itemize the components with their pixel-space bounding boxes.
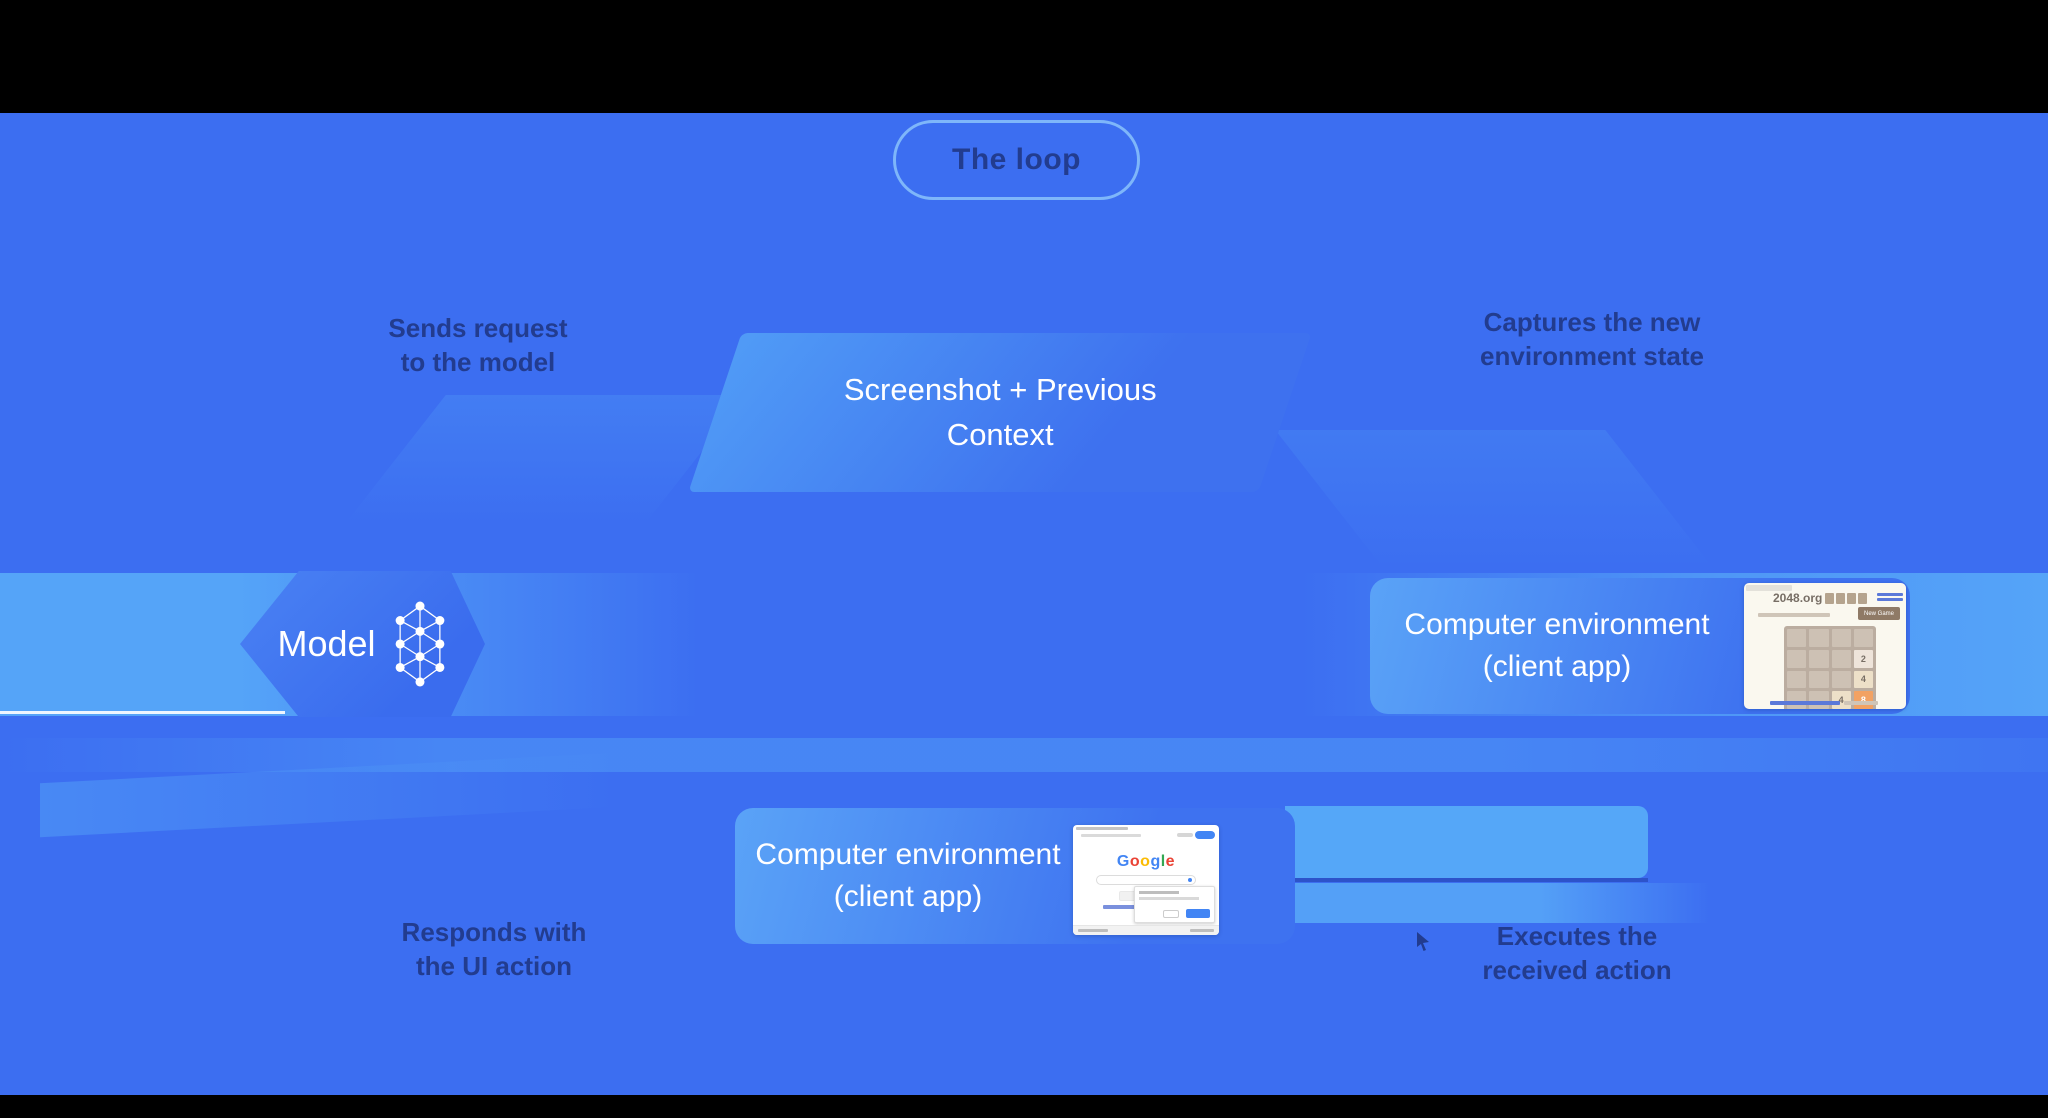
loop-band-topleft-diagonal [344, 395, 746, 525]
arrow-label-line: received action [1482, 954, 1672, 985]
cookie-text-line [1139, 891, 1179, 894]
node-screenshot-context-label: Screenshot + Previous Context [844, 368, 1157, 458]
mini-cookie-dialog [1134, 886, 1215, 923]
arrow-label-line: Sends request [388, 313, 568, 343]
loop-band-separator [1293, 878, 1648, 882]
loop-band-bottomright-upper [1285, 806, 1648, 878]
mini-browser-tab [1076, 827, 1128, 830]
tile-2: 2 [1853, 649, 1873, 668]
cookie-secondary-button [1163, 910, 1179, 918]
screenshot-google-home: Google [1073, 825, 1219, 935]
environment-right-label: Computer environment (client app) [1380, 604, 1734, 688]
loop-band-bottomright-lower [1285, 883, 1710, 923]
divider-line [0, 711, 285, 714]
mini-2048-footer-text [1844, 701, 1878, 705]
mini-2048-subtitle [1758, 613, 1830, 617]
screenshot-2048-game: 2048.org New Game 2 4 48 [1744, 583, 1906, 709]
mini-search-box [1096, 875, 1196, 885]
letterbox-bar-top [0, 0, 2048, 113]
letterbox-bar-bottom [0, 1095, 2048, 1118]
node-screenshot-context: Screenshot + Previous Context [688, 333, 1312, 492]
mini-2048-site-title: 2048.org [1773, 591, 1823, 605]
tile-4: 4 [1853, 670, 1873, 689]
node-model: Model [240, 571, 485, 717]
arrow-label-line: the UI action [415, 950, 572, 981]
mini-2048-new-game-button: New Game [1858, 607, 1900, 620]
context-line-1: Screenshot + Previous [843, 371, 1157, 407]
env-line-2: (client app) [1482, 650, 1632, 683]
neural-network-icon [395, 601, 444, 687]
loop-band-topright-diagonal [1275, 430, 1715, 570]
mini-footer [1073, 925, 1219, 935]
google-logo: Google [1116, 853, 1176, 870]
arrow-label-line: Captures the new [1483, 307, 1701, 337]
model-label: Model [277, 623, 376, 664]
env-line-1: Computer environment [1404, 608, 1710, 641]
loop-diagram: The loop Sends request to the model Capt… [0, 113, 2048, 1095]
cookie-accept-button [1186, 909, 1210, 918]
arrow-label-line: Responds with [401, 917, 587, 947]
cookie-text-line [1139, 897, 1199, 900]
loop-band-bottomleft-diagonal [40, 752, 620, 838]
arrow-label-responds-action: Responds with the UI action [334, 916, 654, 984]
loop-band-lower [0, 738, 2048, 772]
mini-browser-tab [1746, 585, 1792, 591]
mini-2048-grid: 2 4 48 [1784, 626, 1876, 709]
context-line-2: Context [946, 416, 1054, 452]
node-environment-right: Computer environment (client app) 2048.o… [1370, 578, 1910, 714]
cursor-icon [1417, 932, 1429, 951]
env-line-2: (client app) [833, 880, 983, 913]
mini-2048-score-boxes [1825, 593, 1867, 604]
arrow-label-executes-action: Executes the received action [1417, 920, 1737, 988]
mic-icon [1188, 878, 1192, 882]
loop-badge-label: The loop [952, 143, 1081, 176]
mini-toolbar-dots [1177, 833, 1193, 837]
environment-bottom-label: Computer environment (client app) [749, 834, 1067, 918]
node-environment-bottom: Computer environment (client app) Google [735, 808, 1295, 944]
env-line-1: Computer environment [755, 838, 1061, 871]
mini-2048-links [1877, 593, 1903, 603]
mini-signin-button [1195, 831, 1215, 839]
arrow-label-captures-state: Captures the new environment state [1432, 306, 1752, 374]
loop-badge: The loop [893, 120, 1140, 200]
mini-address-bar [1081, 834, 1141, 837]
arrow-label-sends-request: Sends request to the model [318, 312, 638, 380]
arrow-label-line: Executes the [1496, 921, 1658, 951]
mini-2048-footer-link [1770, 701, 1840, 705]
arrow-label-line: to the model [400, 346, 556, 377]
arrow-label-line: environment state [1480, 340, 1704, 371]
